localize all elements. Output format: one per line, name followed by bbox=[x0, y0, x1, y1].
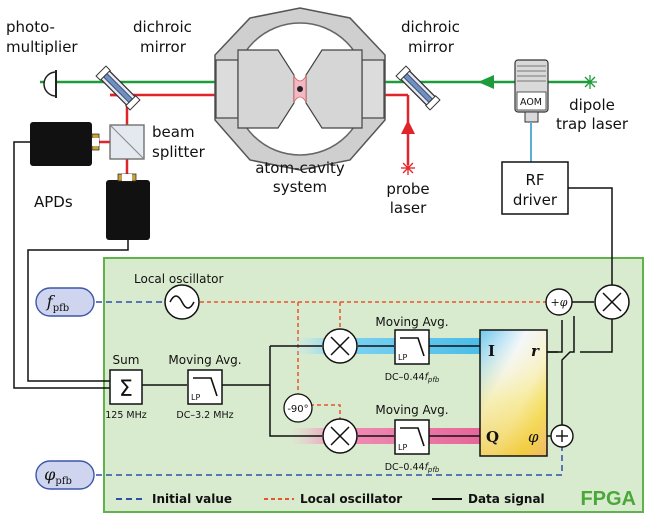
photomultiplier-label-line1: photo- bbox=[6, 18, 55, 36]
atom-dot bbox=[297, 86, 303, 92]
red-beam-arrow bbox=[401, 120, 415, 134]
lp-1-text: LP bbox=[191, 393, 200, 402]
dichroic-left-label-line2: mirror bbox=[140, 38, 187, 56]
svg-text:φpfb: φpfb bbox=[44, 465, 72, 487]
legend-initial-value: Initial value bbox=[152, 492, 232, 506]
iq-i-label: I bbox=[488, 342, 495, 360]
lp-filter-q bbox=[394, 419, 430, 455]
lp-filter-i-icon bbox=[400, 337, 425, 357]
plus-phi-label: +φ bbox=[551, 296, 568, 309]
local-osc-wires bbox=[200, 301, 546, 420]
lp-q-band: DC–0.44fpfb bbox=[385, 462, 440, 474]
apds-label: APDs bbox=[34, 193, 73, 211]
probe-laser-label-line2: laser bbox=[390, 199, 427, 217]
probe-laser-label-line1: probe bbox=[386, 180, 429, 198]
lp-i-band: DC–0.44fpfb bbox=[385, 372, 440, 384]
f-pfb-input: fpfb bbox=[35, 287, 95, 317]
beam-splitter-label-line1: beam bbox=[152, 123, 195, 141]
sum-symbol: Σ bbox=[119, 377, 133, 402]
apd-left bbox=[30, 122, 100, 166]
phi-adder bbox=[550, 424, 574, 448]
lp-filter-1-icon bbox=[193, 377, 218, 397]
dichroic-left-label-line1: dichroic bbox=[133, 18, 192, 36]
fpga-title: FPGA bbox=[580, 488, 636, 510]
iq-r-label: r bbox=[531, 342, 540, 360]
phase-shifter-90 bbox=[283, 393, 313, 423]
dichroic-mirror-right bbox=[395, 65, 441, 111]
moving-avg-1-label: Moving Avg. bbox=[168, 353, 241, 367]
moving-avg-i-label: Moving Avg. bbox=[375, 315, 448, 329]
lp-filter-1 bbox=[187, 369, 223, 405]
iq-polar-block bbox=[479, 329, 548, 457]
photomultiplier-label-line2: multiplier bbox=[6, 38, 78, 56]
atom-cavity-chamber bbox=[214, 7, 386, 171]
aom-label: AOM bbox=[520, 97, 542, 108]
lp-1-band: DC–3.2 MHz bbox=[176, 410, 233, 421]
moving-avg-q-label: Moving Avg. bbox=[375, 403, 448, 417]
beam-splitter-cube bbox=[109, 124, 145, 160]
dichroic-right-label-line2: mirror bbox=[408, 38, 455, 56]
rf-driver-label-line2: driver bbox=[513, 191, 558, 209]
lp-q-text: LP bbox=[398, 443, 407, 452]
sum-label: Sum bbox=[113, 353, 140, 367]
dipole-trap-label-line2: trap laser bbox=[556, 115, 629, 133]
mixer-q bbox=[322, 418, 358, 454]
lp-filter-i bbox=[394, 329, 430, 365]
sum-rate: 125 MHz bbox=[105, 410, 146, 421]
sum-block bbox=[109, 369, 143, 405]
wire-apd-bottom bbox=[27, 240, 129, 382]
mixer-i bbox=[322, 328, 358, 364]
iq-q-label: Q bbox=[486, 428, 499, 446]
dipole-trap-label-line1: dipole bbox=[569, 96, 615, 114]
green-beam-arrow bbox=[478, 75, 494, 89]
legend-data-signal: Data signal bbox=[468, 492, 545, 506]
local-osc-label: Local oscillator bbox=[134, 272, 224, 286]
rf-driver-label-line1: RF bbox=[525, 171, 544, 189]
rf-driver-box bbox=[501, 161, 569, 215]
dichroic-mirror-left bbox=[95, 65, 141, 111]
iq-phi-label: φ bbox=[528, 428, 539, 446]
dichroic-right-label-line1: dichroic bbox=[401, 18, 460, 36]
local-oscillator-icon bbox=[164, 284, 200, 320]
apd-bottom bbox=[106, 173, 150, 240]
lp-filter-q-icon bbox=[400, 427, 425, 447]
data-wires bbox=[141, 301, 613, 437]
svg-text:fpfb: fpfb bbox=[46, 292, 69, 314]
phase-shift-label: -90° bbox=[287, 404, 308, 415]
plus-phi-block bbox=[545, 288, 573, 316]
dipole-laser-icon bbox=[583, 75, 597, 89]
aom-icon bbox=[514, 59, 549, 123]
probe-laser-icon bbox=[401, 161, 415, 175]
wire-apd-left bbox=[13, 141, 110, 389]
atom-cavity-label-line2: system bbox=[273, 178, 327, 196]
photomultiplier-icon bbox=[43, 71, 57, 97]
atom-cavity-label-line1: atom-cavity bbox=[255, 159, 345, 177]
lp-i-text: LP bbox=[398, 353, 407, 362]
initial-value-wires bbox=[96, 301, 563, 476]
output-mixer bbox=[594, 284, 630, 320]
phi-pfb-input: φpfb bbox=[35, 460, 95, 490]
legend-local-osc: Local oscillator bbox=[300, 492, 402, 506]
beam-splitter-label-line2: splitter bbox=[152, 143, 206, 161]
wire-rf-driver bbox=[568, 187, 613, 288]
